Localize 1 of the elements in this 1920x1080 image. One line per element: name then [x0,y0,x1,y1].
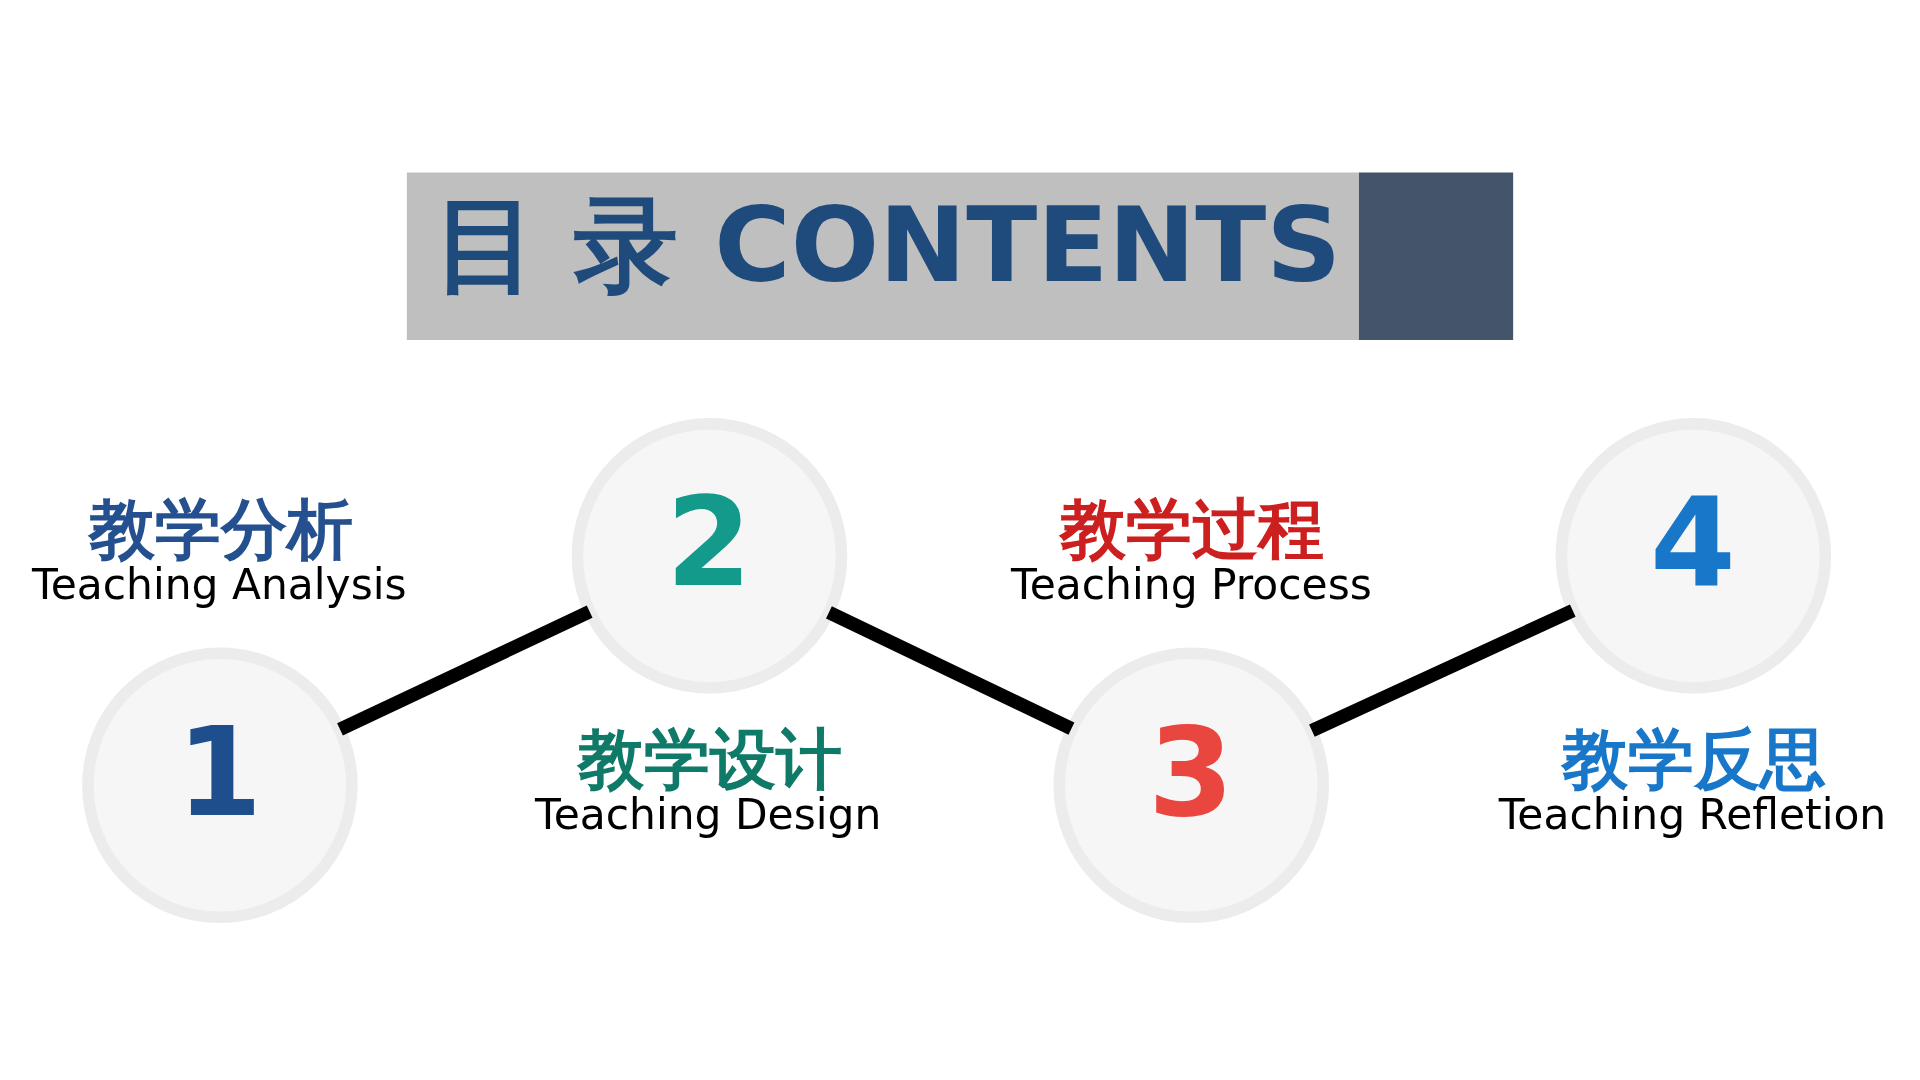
diagram-title: 目 录 CONTENTS [433,183,1342,306]
